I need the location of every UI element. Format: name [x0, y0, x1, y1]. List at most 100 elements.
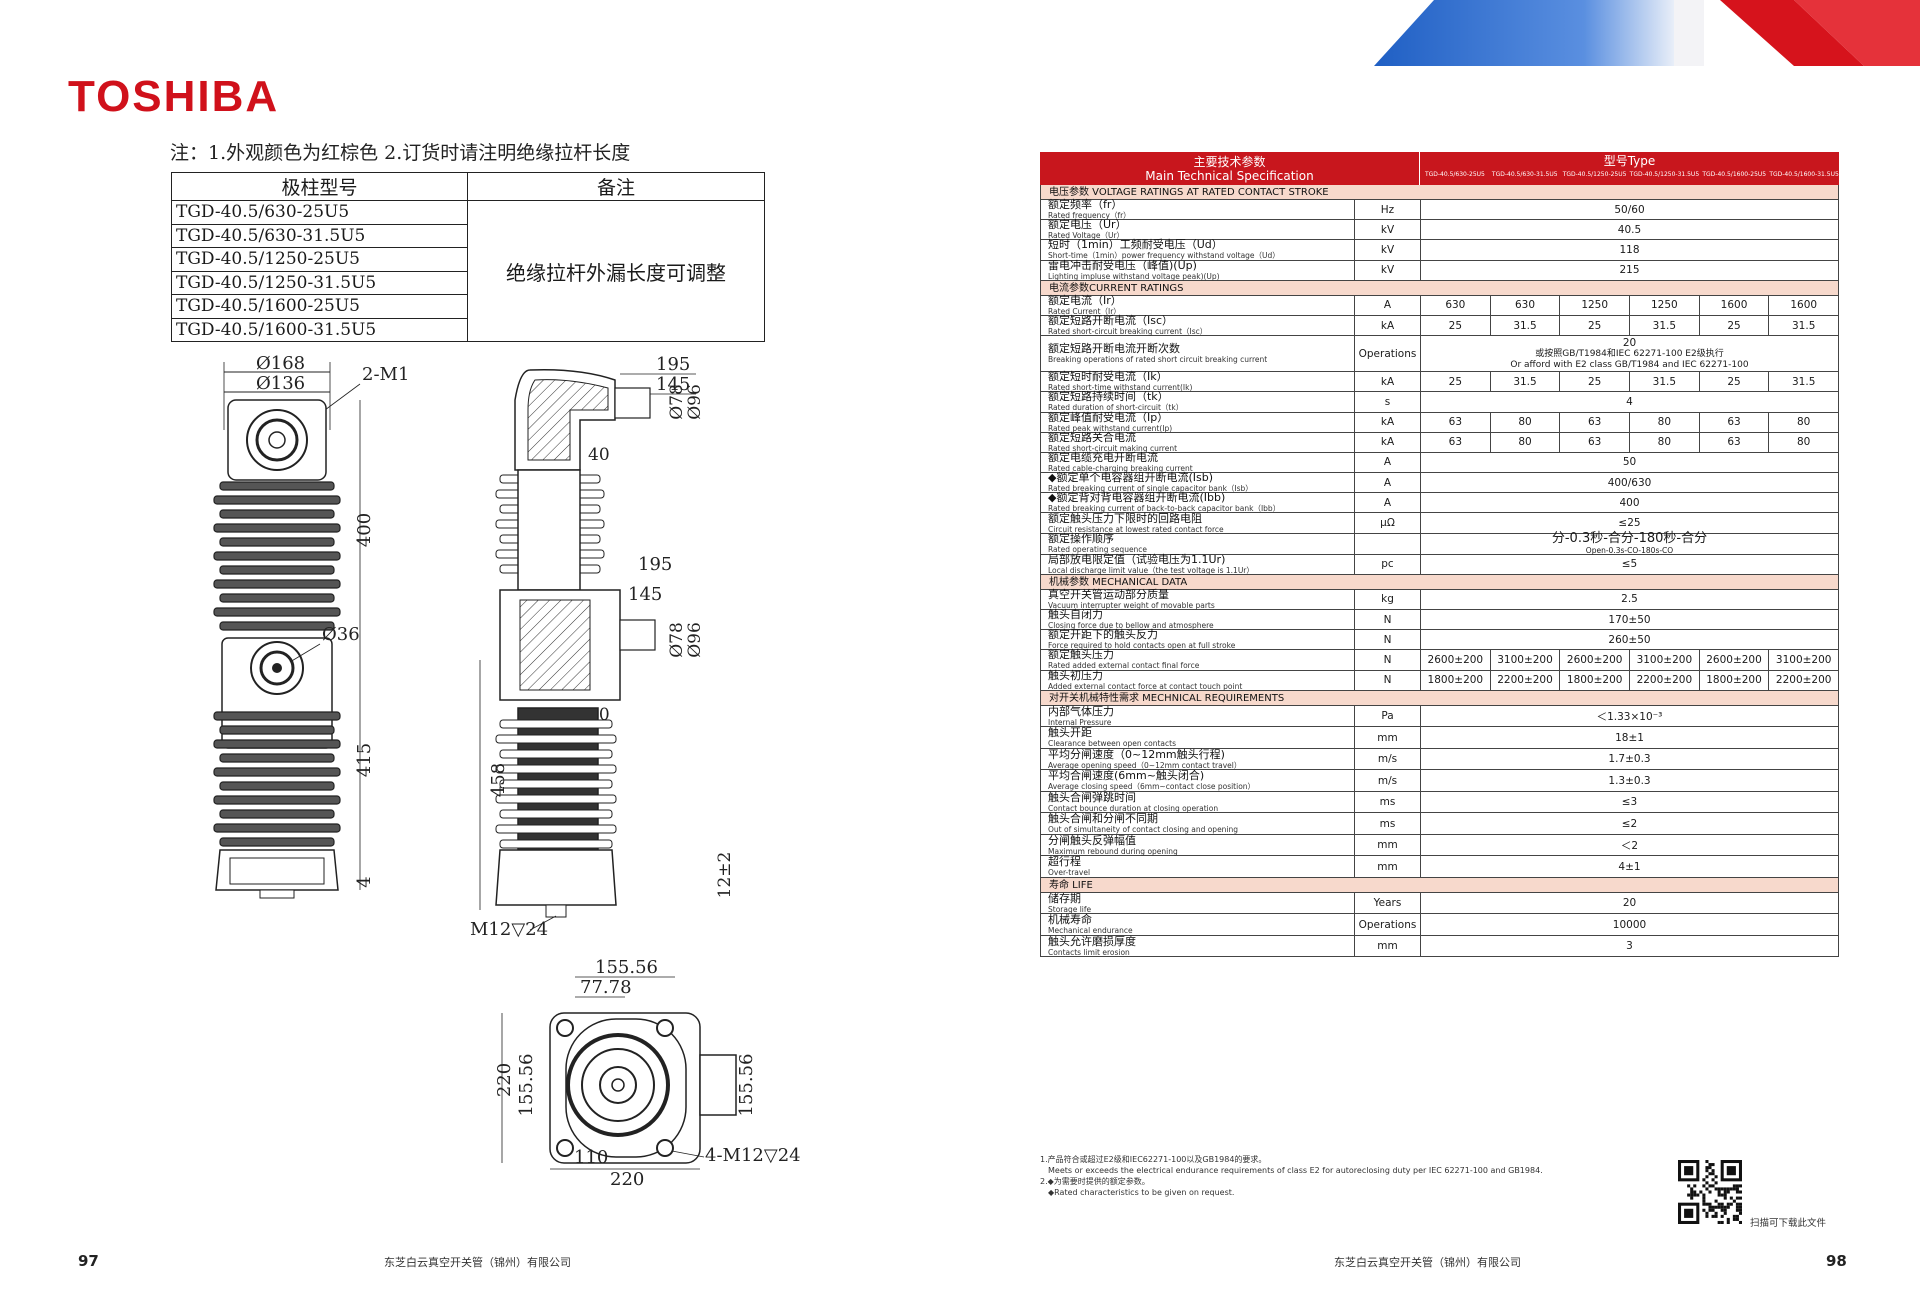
spec-row: ◆额定单个电容器组开断电流(Isb)Rated breaking current…: [1041, 472, 1838, 494]
param-name-en: Breaking operations of rated short circu…: [1048, 355, 1268, 365]
section-header: 机械参数 MECHANICAL DATA: [1041, 574, 1838, 590]
param-values: 50: [1421, 453, 1838, 472]
param-value: ≤3: [1421, 792, 1838, 813]
param-name-cn: ◆额定背对背电容器组开断电流(Ibb): [1048, 491, 1226, 505]
param-name-en: Maximum rebound during opening: [1048, 846, 1178, 856]
footnote-line: Meets or exceeds the electrical enduranc…: [1048, 1166, 1543, 1175]
param-value: 170±50: [1421, 610, 1838, 629]
front-view-drawing: Ø168 Ø136 2-M16 Ø36: [213, 353, 410, 899]
param-unit: mm: [1355, 935, 1421, 957]
param-value: 400: [1421, 493, 1838, 512]
param-unit: N: [1355, 610, 1421, 630]
param-name-cn: 额定电压（Ur）: [1048, 218, 1127, 232]
corner-banner: [1374, 0, 1920, 66]
param-value: 63: [1560, 432, 1631, 452]
company-left: 东芝白云真空开关管（锦州）有限公司: [384, 1256, 571, 1269]
dim-w15556: 155.56: [595, 957, 658, 978]
spec-row: 平均分闸速度（0~12mm触头行程)Average opening speed（…: [1041, 748, 1838, 771]
param-value: 80: [1630, 412, 1700, 432]
param-unit: pc: [1355, 554, 1421, 574]
param-name-en: Rated short-time withstand current(Ik): [1048, 383, 1193, 393]
param-name-cn: 局部放电限定值（试验电压为1.1Ur): [1048, 552, 1226, 566]
dim-d96b: Ø96: [685, 622, 705, 658]
param-unit: A: [1355, 493, 1421, 513]
param-values: 18±1: [1421, 727, 1838, 748]
param-name: 额定短时耐受电流（Ik）Rated short-time withstand c…: [1041, 371, 1355, 393]
param-name-en: Mechanical endurance: [1048, 926, 1133, 935]
param-name-en: Storage life: [1048, 904, 1092, 914]
param-name-cn: 额定电流（Ir）: [1048, 293, 1122, 307]
param-value: 2200±200: [1630, 670, 1700, 690]
param-value: 1800±200: [1700, 670, 1770, 690]
param-values: ＜2: [1421, 835, 1838, 856]
param-value: 215: [1421, 261, 1838, 280]
param-unit: kV: [1355, 220, 1421, 240]
model-header: 极柱型号: [171, 172, 468, 201]
param-value-main: 1.3±0.3: [1608, 774, 1651, 787]
param-name-en: Rated short-circuit making current: [1048, 443, 1178, 453]
param-unit: A: [1355, 473, 1421, 493]
param-value-main: 215: [1619, 264, 1640, 277]
param-unit: mm: [1355, 856, 1421, 877]
param-value: ＜1.33×10⁻³: [1421, 706, 1838, 727]
param-value-main: ≤3: [1621, 796, 1638, 808]
param-values: 170±50: [1421, 610, 1838, 629]
dim-h458: 458: [488, 763, 509, 797]
param-unit: Operations: [1355, 914, 1421, 935]
dim-w195b: 195: [638, 554, 672, 575]
param-value-main: 3: [1626, 940, 1633, 952]
dim-w195a: 195: [656, 354, 690, 375]
param-name-cn: 真空开关管运动部分质量: [1048, 587, 1169, 601]
param-unit: ms: [1355, 813, 1421, 834]
section-header: 电压参数 VOLTAGE RATINGS AT RATED CONTACT ST…: [1041, 185, 1838, 200]
param-value: 50: [1421, 453, 1838, 472]
dim-w7778: 77.78: [580, 977, 632, 998]
section-header: 对开关机械特性需求 MECHNICAL REQUIREMENTS: [1041, 690, 1838, 706]
qr-code: [1678, 1160, 1742, 1224]
param-name-en: Rated added external contact final force: [1048, 661, 1200, 671]
param-value: 1250: [1560, 295, 1631, 315]
param-name: 平均分闸速度（0~12mm触头行程)Average opening speed（…: [1041, 748, 1355, 770]
dim-d78b: Ø78: [667, 622, 687, 658]
param-name-en: Contact bounce duration at closing opera…: [1048, 803, 1219, 813]
param-unit: [1355, 533, 1421, 554]
param-unit: Pa: [1355, 705, 1421, 727]
param-value: 2600±200: [1421, 650, 1491, 670]
param-value: 1800±200: [1421, 670, 1491, 690]
param-value: 1800±200: [1560, 670, 1631, 690]
param-value: 3100±200: [1491, 650, 1561, 670]
param-value: 3100±200: [1775, 653, 1832, 666]
param-name-cn: 额定峰值耐受电流（Ip）: [1048, 410, 1169, 424]
param-value: 31.5: [1630, 372, 1700, 392]
param-value: 80: [1491, 432, 1561, 452]
param-value-main: 4: [1626, 395, 1633, 408]
param-value-main: 分-0.3秒-合分-180秒-合分: [1551, 531, 1708, 547]
param-value-main: 170±50: [1608, 613, 1651, 626]
param-name-cn: 触头允许磨损厚度: [1048, 934, 1136, 948]
param-value: 80: [1797, 416, 1811, 429]
param-values: 4±1: [1421, 856, 1838, 877]
param-values: 400: [1421, 493, 1838, 512]
spec-row: 局部放电限定值（试验电压为1.1Ur)Local discharge limit…: [1041, 552, 1838, 575]
param-value-note-en: Open-0.3s-CO-180s-CO: [1585, 546, 1674, 556]
model-cell: TGD-40.5/630-31.5U5: [171, 223, 468, 248]
param-name: 额定短路持续时间（tk）Rated duration of short-circ…: [1041, 391, 1355, 412]
